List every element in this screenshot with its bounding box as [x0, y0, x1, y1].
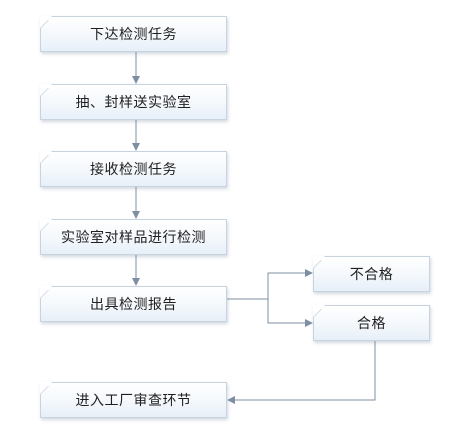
node-unqualified: 不合格 [313, 256, 430, 292]
edge-n5-n7 [267, 299, 313, 327]
node-label: 抽、封样送实验室 [75, 95, 192, 111]
node-sample-seal: 抽、封样送实验室 [40, 84, 227, 120]
node-label: 接收检测任务 [90, 162, 177, 178]
node-label: 进入工厂审查环节 [75, 393, 192, 409]
edge-n5-n6 [227, 269, 313, 300]
node-label: 合格 [357, 316, 386, 332]
node-label: 不合格 [349, 267, 394, 283]
edge-n7-n8 [227, 341, 376, 404]
node-factory-review: 进入工厂审查环节 [40, 382, 227, 418]
node-qualified: 合格 [313, 305, 430, 341]
node-label: 下达检测任务 [90, 27, 177, 43]
node-receive-task: 接收检测任务 [40, 151, 227, 187]
node-label: 出具检测报告 [90, 297, 177, 313]
node-label: 实验室对样品进行检测 [61, 230, 206, 246]
node-issue-task: 下达检测任务 [40, 16, 227, 52]
node-issue-report: 出具检测报告 [40, 286, 227, 322]
node-lab-test: 实验室对样品进行检测 [40, 219, 227, 255]
